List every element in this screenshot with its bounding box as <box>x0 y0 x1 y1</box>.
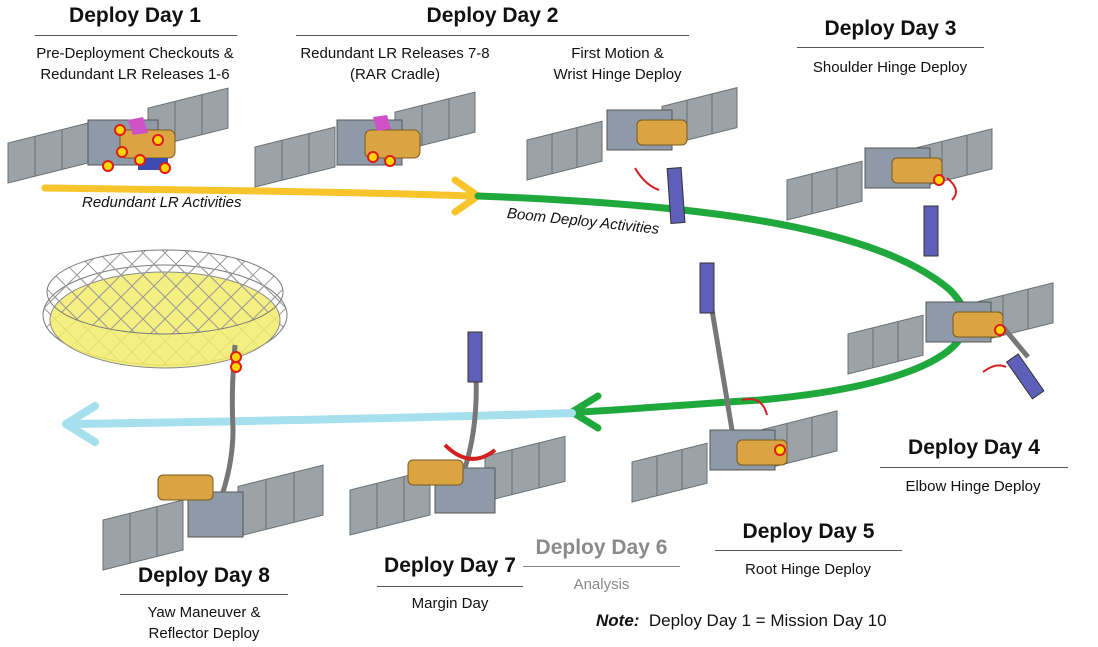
satellite-day7 <box>349 331 566 536</box>
cyan-flow-arrow <box>62 402 576 446</box>
day8-rule <box>120 594 288 595</box>
day3-title: Deploy Day 3 <box>824 17 957 40</box>
day8-title: Deploy Day 8 <box>138 564 270 587</box>
day2-title: Deploy Day 2 <box>426 4 559 27</box>
day2-desc-a-line2: (RAR Cradle) <box>349 66 440 83</box>
day1-desc-line1: Pre-Deployment Checkouts & <box>36 45 234 62</box>
day8-desc-line2: Reflector Deploy <box>148 625 260 642</box>
day1-desc: Pre-Deployment Checkouts & Redundant LR … <box>10 43 260 85</box>
day6-desc: Analysis <box>573 576 630 593</box>
day1-rule <box>35 35 237 36</box>
day4-title: Deploy Day 4 <box>908 436 1040 459</box>
day4-desc: Elbow Hinge Deploy <box>905 478 1041 495</box>
satellite-day4 <box>847 282 1054 400</box>
day5-rule <box>715 550 902 551</box>
satellite-day2b <box>526 87 738 224</box>
satellite-day3 <box>786 128 993 257</box>
day2-rule <box>296 35 689 36</box>
day2-desc-a: Redundant LR Releases 7-8 (RAR Cradle) <box>285 43 505 85</box>
day6-rule <box>523 566 680 567</box>
satellite-day8 <box>102 344 324 571</box>
note-prefix: Note: <box>596 611 640 630</box>
day1-desc-line2: Redundant LR Releases 1-6 <box>40 66 230 83</box>
day2-desc-b-line2: Wrist Hinge Deploy <box>553 66 682 83</box>
day3-desc: Shoulder Hinge Deploy <box>812 59 968 76</box>
satellite-day5 <box>631 262 838 503</box>
day4-rule <box>880 467 1068 468</box>
day7-rule <box>377 586 523 587</box>
green-flow-arrow <box>474 192 970 432</box>
release-burst-icons-day1 <box>102 124 171 174</box>
day1-title: Deploy Day 1 <box>69 4 201 27</box>
day2-desc-a-line1: Redundant LR Releases 7-8 <box>300 45 490 62</box>
reflector-dish <box>42 249 288 369</box>
day6-title: Deploy Day 6 <box>535 536 668 559</box>
redundant-activities-label: Redundant LR Activities <box>82 194 242 211</box>
satellite-day2a <box>254 91 476 188</box>
day8-desc: Yaw Maneuver & Reflector Deploy <box>110 602 298 644</box>
day5-title: Deploy Day 5 <box>742 520 875 543</box>
day5-desc: Root Hinge Deploy <box>745 561 871 578</box>
day3-rule <box>797 47 984 48</box>
satellite-day1 <box>7 87 229 184</box>
day2-desc-b-line1: First Motion & <box>571 45 664 62</box>
note-text: Deploy Day 1 = Mission Day 10 <box>648 611 887 630</box>
day2-desc-b: First Motion & Wrist Hinge Deploy <box>530 43 705 85</box>
day7-desc: Margin Day <box>411 595 489 612</box>
day8-desc-line1: Yaw Maneuver & <box>147 604 261 621</box>
day7-title: Deploy Day 7 <box>384 554 516 577</box>
mission-note: Note: Deploy Day 1 = Mission Day 10 <box>596 611 887 631</box>
